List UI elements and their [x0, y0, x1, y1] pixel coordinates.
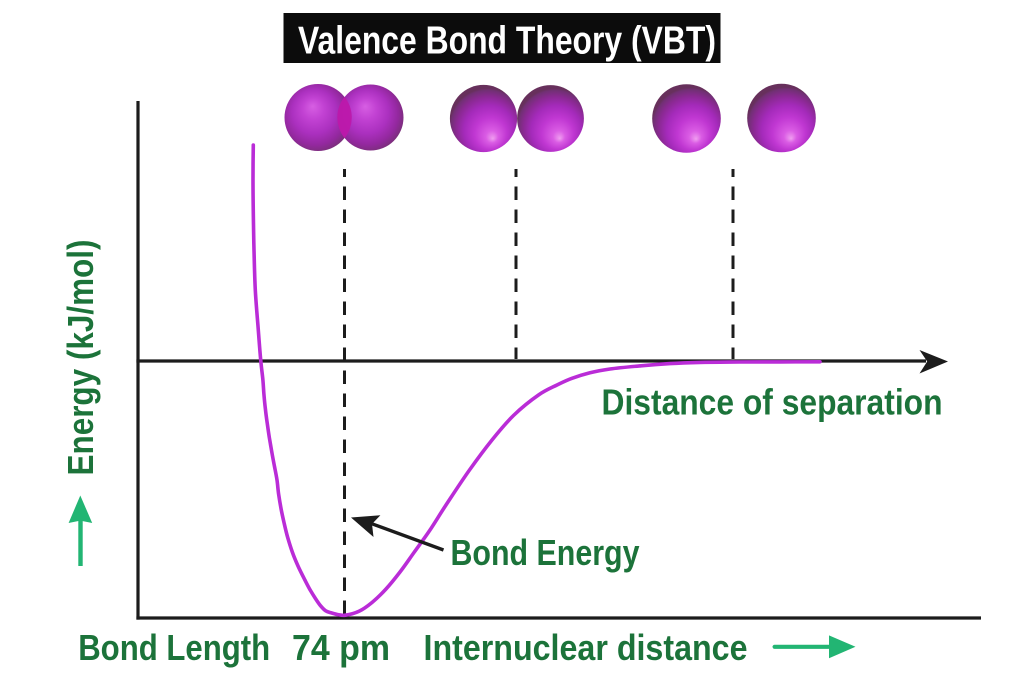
svg-text:74 pm: 74 pm	[292, 627, 390, 668]
svg-text:Bond Energy: Bond Energy	[451, 532, 640, 573]
svg-text:Distance of separation: Distance of separation	[602, 382, 943, 423]
svg-text:Bond Length: Bond Length	[78, 627, 270, 668]
svg-text:Energy (kJ/mol): Energy (kJ/mol)	[60, 240, 101, 476]
svg-text:Internuclear distance: Internuclear distance	[424, 627, 748, 668]
svg-text:Valence Bond Theory (VBT): Valence Bond Theory (VBT)	[298, 20, 716, 63]
